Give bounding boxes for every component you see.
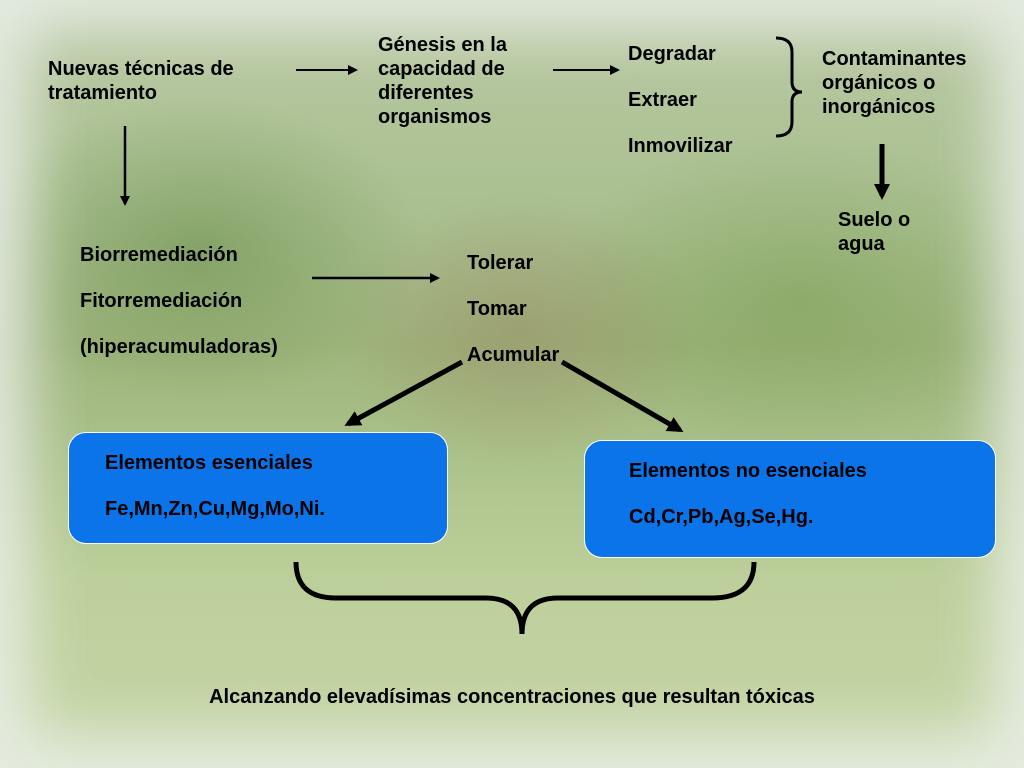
brace-bottom	[293, 561, 757, 635]
fitorremediacion: Fitorremediación	[80, 290, 243, 312]
genesis-line-1: Génesis en la	[378, 34, 507, 56]
no-esenciales-title: Elementos no esenciales	[629, 460, 867, 482]
genesis-line-2: capacidad de	[378, 58, 505, 80]
contaminantes-line-1: Contaminantes	[822, 48, 967, 70]
respuesta-tomar: Tomar	[467, 298, 527, 320]
genesis-line-3: diferentes	[378, 82, 474, 104]
remediacion-list: Biorremediación Fitorremediación (hipera…	[80, 232, 278, 370]
biorremediacion: Biorremediación	[80, 244, 238, 266]
respuesta-tolerar: Tolerar	[467, 252, 534, 274]
accion-inmovilizar: Inmovilizar	[628, 135, 733, 157]
nuevas-line-1: Nuevas técnicas de	[48, 58, 234, 80]
brace-acciones	[775, 36, 803, 138]
arrow-to-no-esenciales	[560, 359, 684, 433]
genesis-line-4: organismos	[378, 106, 492, 128]
acciones-list: Degradar Extraer Inmovilizar	[628, 31, 732, 169]
nuevas-tecnicas-label: Nuevas técnicas de tratamiento	[48, 57, 234, 105]
accion-degradar: Degradar	[628, 43, 716, 65]
genesis-label: Génesis en la capacidad de diferentes or…	[378, 33, 507, 129]
contaminantes-line-2: orgánicos o	[822, 72, 936, 94]
suelo-line-1: Suelo o	[838, 209, 911, 231]
conclusion-text: Alcanzando elevadísimas concentraciones …	[209, 686, 815, 708]
elementos-esenciales-box: Elementos esenciales Fe,Mn,Zn,Cu,Mg,Mo,N…	[68, 432, 448, 544]
esenciales-list: Fe,Mn,Zn,Cu,Mg,Mo,Ni.	[105, 498, 325, 520]
nuevas-line-2: tratamiento	[48, 82, 157, 104]
hiperacumuladoras: (hiperacumuladoras)	[80, 336, 278, 358]
contaminantes-line-3: inorgánicos	[822, 96, 936, 118]
contaminantes-label: Contaminantes orgánicos o inorgánicos	[822, 47, 966, 119]
elementos-no-esenciales-box: Elementos no esenciales Cd,Cr,Pb,Ag,Se,H…	[584, 440, 996, 558]
accion-extraer: Extraer	[628, 89, 697, 111]
no-esenciales-list: Cd,Cr,Pb,Ag,Se,Hg.	[629, 506, 814, 528]
arrow-to-esenciales	[344, 359, 464, 427]
esenciales-title: Elementos esenciales	[105, 452, 313, 474]
suelo-agua-label: Suelo o agua	[838, 208, 910, 256]
respuesta-acumular: Acumular	[467, 344, 560, 366]
suelo-line-2: agua	[838, 233, 885, 255]
respuestas-list: Tolerar Tomar Acumular	[467, 240, 559, 378]
